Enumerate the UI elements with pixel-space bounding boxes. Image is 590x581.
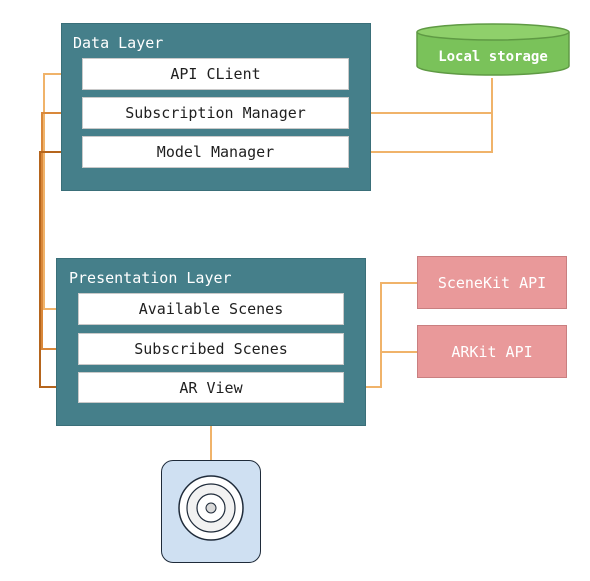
arkit-api-box[interactable]: ARKit API <box>417 325 567 378</box>
scenekit-api-box[interactable]: SceneKit API <box>417 256 567 309</box>
local-storage-label: Local storage <box>438 49 548 65</box>
local-storage-cylinder[interactable] <box>413 22 573 86</box>
available-scenes-box[interactable]: Available Scenes <box>78 293 344 325</box>
subscription-manager-box[interactable]: Subscription Manager <box>82 97 349 129</box>
ar-view-box[interactable]: AR View <box>78 372 344 403</box>
camera-device[interactable] <box>161 460 261 563</box>
camera-lens-icon <box>178 475 244 541</box>
presentation-layer-title: Presentation Layer <box>69 269 232 287</box>
model-manager-box[interactable]: Model Manager <box>82 136 349 168</box>
data-layer-title: Data Layer <box>73 34 164 52</box>
subscribed-scenes-box[interactable]: Subscribed Scenes <box>78 333 344 365</box>
api-client-box[interactable]: API CLient <box>82 58 349 90</box>
connector-model-manager-storage <box>349 113 493 153</box>
